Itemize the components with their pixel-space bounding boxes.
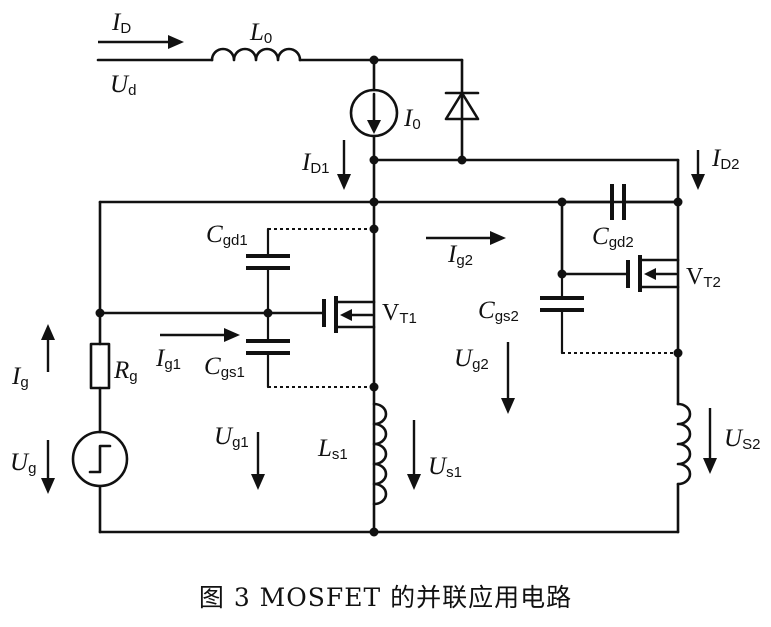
- arrow-us2: [703, 408, 717, 474]
- inductor-ls1: [372, 402, 388, 506]
- label-id: ID: [111, 9, 131, 37]
- freewheel-diode: [372, 58, 680, 202]
- arrow-ig1: [160, 328, 240, 342]
- circuit-diagram: ID Ud L0 I0 ID1 ID2 Cgd1 Ig2 Cgd2 VT2 VT…: [10, 9, 760, 537]
- label-cgs2: Cgs2: [478, 297, 519, 325]
- arrow-us1: [407, 420, 421, 490]
- figure-caption: 图 3 MOSFET 的并联应用电路: [198, 583, 573, 612]
- label-us2: US2: [724, 425, 760, 453]
- arrow-id2: [691, 150, 705, 190]
- label-ig1: Ig1: [155, 345, 181, 373]
- label-id1: ID1: [301, 149, 330, 177]
- mosfet-vt2: [560, 198, 680, 406]
- label-cgd2: Cgd2: [592, 223, 634, 251]
- capacitor-cgd2: [560, 184, 680, 220]
- label-vt1: VT1: [382, 300, 417, 327]
- label-ls1: Ls1: [317, 435, 348, 463]
- label-us1: Us1: [428, 453, 462, 481]
- label-ug: Ug: [10, 449, 36, 477]
- arrow-id1: [337, 140, 351, 190]
- junction-dots: [95, 55, 683, 537]
- label-l0: L0: [249, 19, 272, 47]
- label-id2: ID2: [711, 145, 740, 173]
- arrow-ug2: [501, 342, 515, 414]
- label-ug1: Ug1: [214, 423, 249, 451]
- label-ig: Ig: [11, 363, 29, 391]
- label-i0: I0: [403, 105, 421, 133]
- arrow-ig: [41, 324, 55, 372]
- arrow-ug: [41, 440, 55, 494]
- label-rg: Rg: [113, 357, 138, 385]
- mosfet-vt1: [264, 296, 376, 333]
- arrow-ug1: [251, 432, 265, 490]
- label-cgs1: Cgs1: [204, 353, 245, 381]
- label-ig2: Ig2: [447, 241, 473, 269]
- label-ud: Ud: [110, 71, 136, 99]
- current-source-i0: [349, 58, 399, 534]
- supply-wire: [96, 47, 464, 62]
- arrow-ig2: [426, 231, 506, 245]
- inductor-ls2: [676, 402, 692, 534]
- label-cgd1: Cgd1: [206, 221, 248, 249]
- label-vt2: VT2: [686, 264, 721, 291]
- label-ug2: Ug2: [454, 345, 489, 373]
- capacitor-cgs1: [246, 311, 374, 389]
- arrow-id: [98, 35, 184, 49]
- capacitor-cgs2: [540, 272, 678, 355]
- capacitor-cgd1: [246, 227, 374, 315]
